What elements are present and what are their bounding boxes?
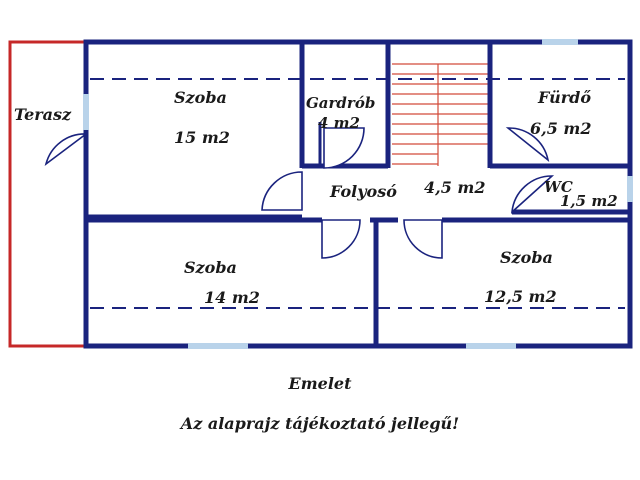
room-gardrob-area: 4 m2 bbox=[318, 114, 360, 132]
room-wc-name: WC bbox=[544, 178, 573, 196]
room-furdo-area: 6,5 m2 bbox=[530, 119, 591, 138]
room-gardrob-name: Gardrób bbox=[306, 94, 375, 112]
terrace-label: Terasz bbox=[14, 105, 72, 124]
gardrob-door bbox=[323, 127, 365, 169]
furdo-door bbox=[505, 127, 550, 163]
slope-lines bbox=[90, 78, 625, 309]
staircase bbox=[392, 63, 488, 166]
room-szoba-12-name: Szoba bbox=[500, 248, 553, 267]
room-szoba-14-name: Szoba bbox=[184, 258, 237, 277]
doors bbox=[44, 127, 555, 259]
room-szoba-15-name: Szoba bbox=[174, 88, 227, 107]
wc-door bbox=[510, 175, 555, 214]
room-wc-area: 1,5 m2 bbox=[560, 192, 618, 210]
room-szoba-12-area: 12,5 m2 bbox=[484, 287, 557, 306]
terrace-outline bbox=[8, 40, 86, 348]
room-folyoso-name: Folyosó bbox=[329, 182, 397, 201]
corridor-door-left bbox=[261, 171, 303, 211]
disclaimer-caption: Az alaprajz tájékoztató jellegű! bbox=[180, 414, 460, 433]
windows bbox=[83, 39, 633, 349]
room-szoba-15-area: 15 m2 bbox=[174, 128, 230, 147]
room-door-lower-left bbox=[321, 219, 361, 259]
floor-caption: Emelet bbox=[288, 374, 352, 393]
terrace-door bbox=[44, 133, 89, 167]
room-furdo-name: Fürdő bbox=[537, 88, 591, 107]
room-szoba-14-area: 14 m2 bbox=[204, 288, 260, 307]
room-door-lower-right bbox=[403, 219, 443, 259]
room-folyoso-area: 4,5 m2 bbox=[424, 178, 485, 197]
